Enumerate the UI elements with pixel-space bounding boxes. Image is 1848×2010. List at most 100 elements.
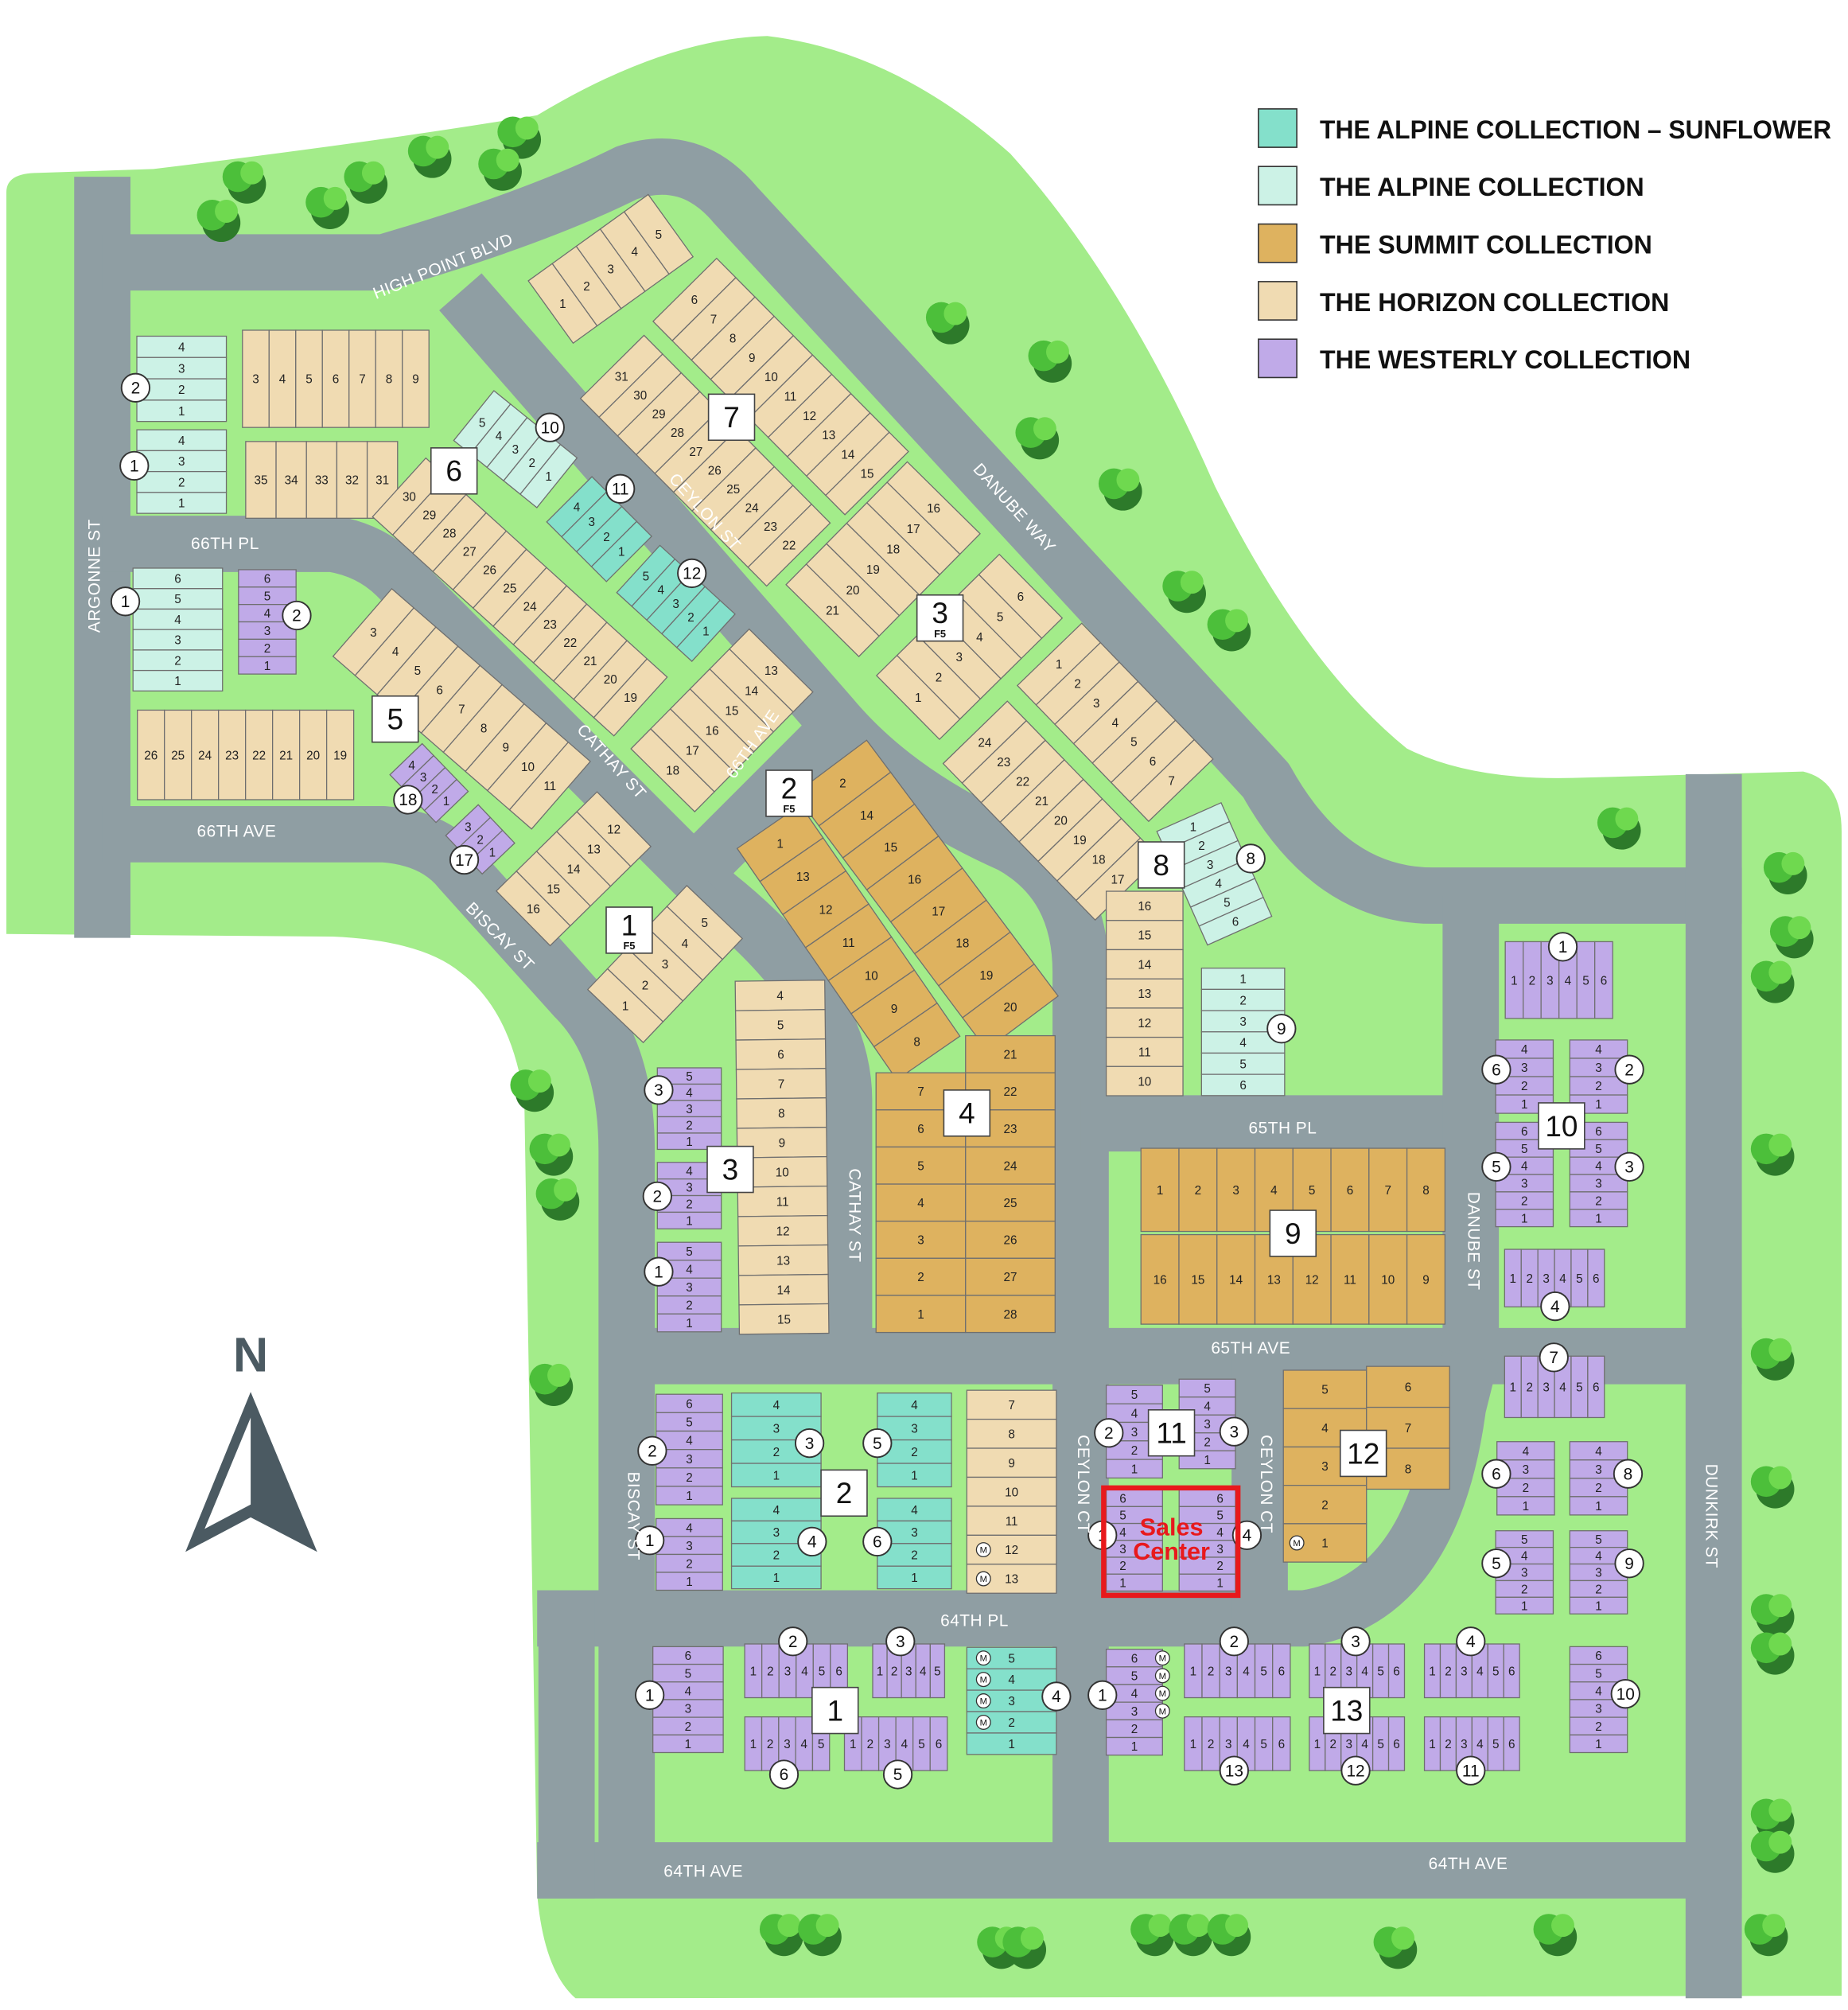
lot[interactable]: 5M (966, 1646, 1057, 1669)
lot[interactable]: 4 (1495, 1039, 1554, 1059)
lot[interactable]: 1 (1495, 1596, 1554, 1615)
lot[interactable]: 5 (238, 586, 297, 606)
lot[interactable]: 3 (656, 1536, 723, 1556)
lot[interactable]: 14 (737, 1273, 830, 1306)
lot[interactable]: 10 (966, 1476, 1057, 1507)
lot[interactable]: 1 (1309, 1643, 1326, 1699)
lot[interactable]: 9 (966, 1447, 1057, 1478)
lot[interactable]: 5 (1282, 1369, 1368, 1409)
lot[interactable]: 1 (1569, 1734, 1628, 1754)
lot[interactable]: 1 (238, 656, 297, 675)
lot[interactable]: 17 (889, 867, 987, 955)
lot[interactable]: 2 (1569, 1580, 1628, 1598)
lot[interactable]: 1 (1569, 1496, 1628, 1516)
lot[interactable]: 5 (656, 1412, 723, 1432)
lot[interactable]: 3 (656, 1100, 722, 1118)
lot[interactable]: 1 (1495, 1209, 1554, 1228)
lot[interactable]: 33 (305, 441, 338, 519)
lot[interactable]: 23 (961, 719, 1046, 804)
lot[interactable]: 2 (761, 1643, 780, 1699)
lot[interactable]: 4 (877, 1498, 952, 1522)
lot[interactable]: 1 (744, 1643, 763, 1699)
lot[interactable]: 8 (873, 1002, 961, 1081)
lot[interactable]: 13 (759, 837, 847, 916)
lot[interactable]: 1 (730, 1565, 822, 1590)
lot[interactable]: 12M (966, 1534, 1057, 1565)
lot[interactable]: 22 (245, 709, 274, 800)
lot[interactable]: 2 (875, 1257, 967, 1296)
lot[interactable]: 1 (744, 1716, 763, 1771)
lot[interactable]: 1 (423, 778, 469, 824)
lot[interactable]: 5 (656, 1241, 722, 1261)
lot[interactable]: 4 (656, 1517, 723, 1537)
lot[interactable]: 2 (1495, 1580, 1554, 1598)
lot[interactable]: 3 (136, 450, 228, 473)
lot[interactable]: 5 (1576, 941, 1596, 1019)
lot[interactable]: 2 (656, 1295, 722, 1315)
lot[interactable]: 4 (136, 335, 228, 358)
lot[interactable]: 5 (1569, 1663, 1628, 1683)
lot[interactable]: 1 (1569, 1209, 1628, 1228)
lot[interactable]: 23 (512, 585, 588, 664)
lot[interactable]: 5 (1371, 1716, 1390, 1771)
lot[interactable]: 5 (1254, 1716, 1274, 1771)
lot[interactable]: 1 (1140, 1147, 1180, 1233)
lot[interactable]: 1 (675, 599, 736, 662)
lot[interactable]: 6 (321, 329, 350, 428)
lot[interactable]: 1 (1200, 968, 1286, 991)
lot[interactable]: 6 (929, 1716, 948, 1771)
lot[interactable]: 7 (966, 1389, 1057, 1420)
lot[interactable]: 19 (1037, 798, 1122, 882)
lot[interactable]: 4 (795, 1716, 814, 1771)
lot[interactable]: 2 (656, 1553, 723, 1573)
lot[interactable]: 3 (132, 629, 224, 651)
lot[interactable]: 13 (729, 628, 814, 713)
lot[interactable]: 1 (1178, 1573, 1236, 1592)
lot[interactable]: 2 (1520, 1248, 1539, 1308)
lot[interactable]: 2 (238, 638, 297, 657)
lot[interactable]: 8 (736, 1097, 827, 1129)
lot[interactable]: 5 (1487, 1643, 1504, 1699)
lot[interactable]: 4 (268, 329, 297, 428)
lot[interactable]: 21 (552, 621, 628, 700)
lot[interactable]: 6 (1105, 1489, 1163, 1507)
lot[interactable]: 6 (132, 567, 224, 590)
lot[interactable]: 5 (1570, 1355, 1589, 1419)
lot[interactable]: 11 (508, 741, 591, 830)
lot[interactable]: 23 (728, 485, 813, 568)
lot[interactable]: 9 (402, 329, 430, 428)
lot[interactable]: 6 (1594, 941, 1613, 1019)
lot[interactable]: 5 (734, 1009, 827, 1041)
lot[interactable]: 10 (1105, 1065, 1184, 1097)
lot[interactable]: 6 (1330, 1147, 1370, 1233)
lot[interactable]: 15 (825, 431, 909, 516)
lot[interactable]: 6 (1198, 896, 1273, 946)
lot[interactable]: 26 (965, 1221, 1056, 1259)
lot[interactable]: 2 (1105, 1719, 1163, 1739)
lot[interactable]: 5 (1200, 1052, 1286, 1075)
lot[interactable]: 2 (1201, 1643, 1220, 1699)
lot[interactable]: 1 (877, 1463, 952, 1488)
lot[interactable]: 2 (861, 1716, 880, 1771)
lot[interactable]: 5 (1570, 1248, 1589, 1308)
lot[interactable]: 5 (295, 329, 323, 428)
lot[interactable]: 2 (136, 470, 228, 493)
lot[interactable]: 1 (1569, 1596, 1628, 1615)
lot[interactable]: 2 (1201, 1716, 1220, 1771)
lot[interactable]: 6 (1387, 1716, 1406, 1771)
lot[interactable]: 7 (735, 1068, 827, 1100)
lot[interactable]: 4 (915, 1643, 931, 1699)
lot[interactable]: 22 (747, 503, 831, 587)
lot[interactable]: 6 (978, 553, 1064, 640)
lot[interactable]: 1 (656, 1486, 723, 1506)
lot[interactable]: 4 (730, 1392, 822, 1417)
lot[interactable]: 1 (656, 1313, 722, 1333)
lot[interactable]: 5 (1105, 1385, 1163, 1404)
lot[interactable]: 6 (1272, 1716, 1291, 1771)
lot[interactable]: 4 (734, 980, 826, 1011)
lot[interactable]: 2M (966, 1711, 1057, 1734)
lot[interactable]: 13 (555, 811, 632, 887)
lot[interactable]: 16 (1140, 1233, 1180, 1325)
lot[interactable]: 1 (132, 669, 224, 691)
